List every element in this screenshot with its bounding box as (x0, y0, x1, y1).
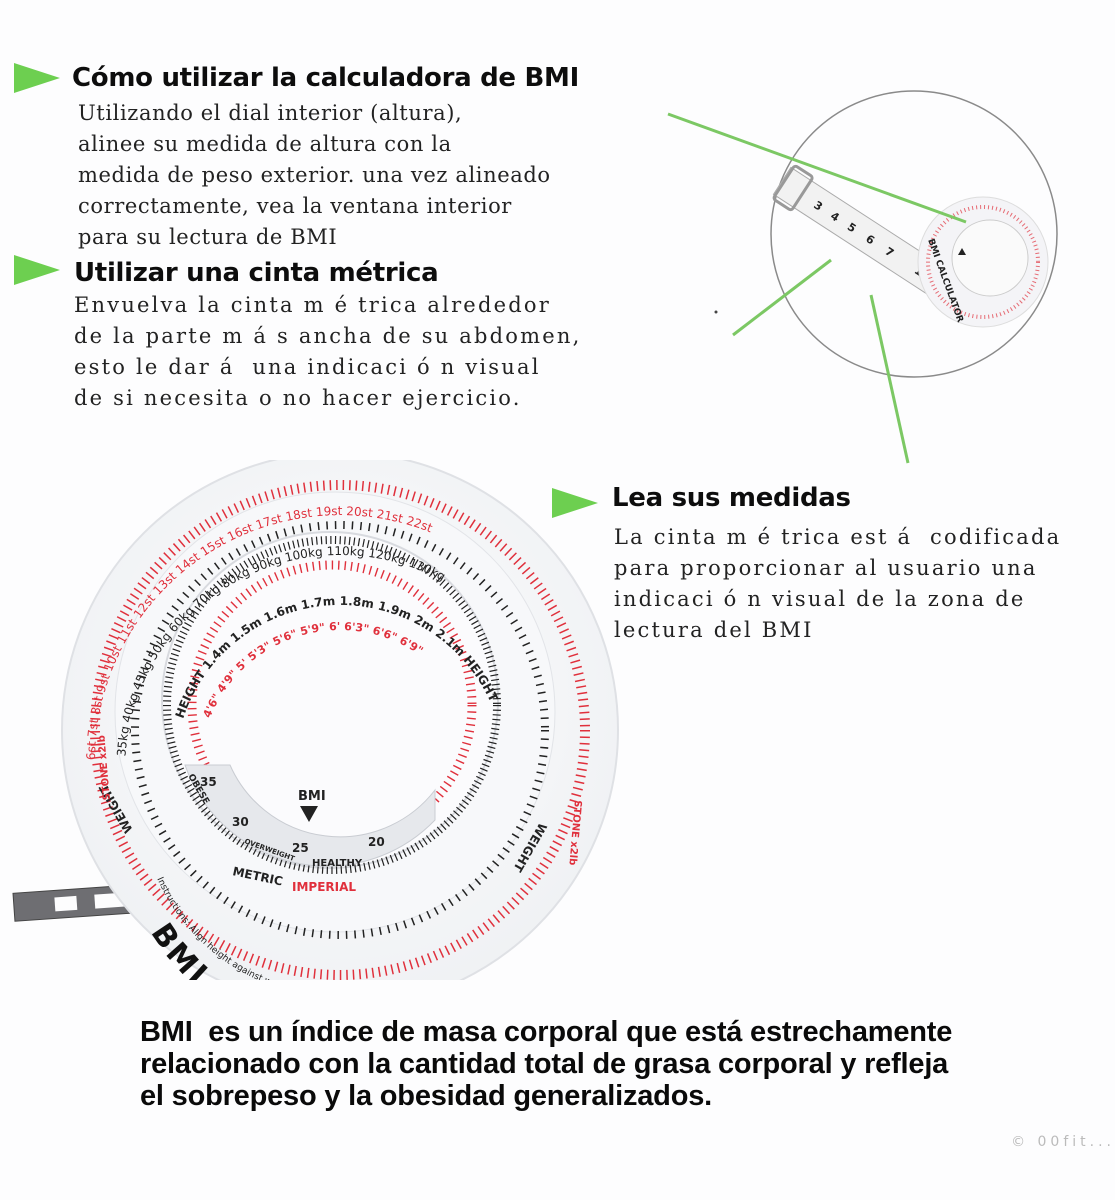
bmi-calculator-dial: 6st 7st 8st 9st 10st 11st 12st 13st 14st… (12, 460, 619, 980)
section-body-read-measurements: La cinta m é trica est á codificada para… (614, 525, 1062, 642)
bmi-tick-20: 20 (368, 835, 385, 849)
green-arrow-icon (14, 63, 60, 93)
bmi-tick-30: 30 (232, 815, 249, 829)
bmi-tick-35: 35 (200, 775, 217, 789)
section-heading-tape-measure: Utilizar una cinta métrica (74, 258, 439, 288)
zone-healthy-label: HEALTHY (312, 858, 363, 869)
section-body-how-to-use: Utilizando el dial interior (altura), al… (78, 101, 551, 249)
section-body-tape-measure: Envuelva la cinta m é trica alrededor de… (74, 293, 582, 410)
green-arrow-icon (552, 488, 598, 518)
section-heading-read-measurements: Lea sus medidas (612, 483, 851, 513)
bmi-tick-25: 25 (292, 841, 309, 855)
imperial-label: IMPERIAL (292, 880, 356, 894)
inset-tape-illustration: 3456710 BMI CALCULATOR (667, 90, 1058, 464)
green-arrow-icon (14, 255, 60, 285)
bmi-definition-text: BMI es un índice de masa corporal que es… (140, 1016, 953, 1112)
watermark: © 00fit... (1011, 1134, 1115, 1150)
section-heading-how-to-use: Cómo utilizar la calculadora de BMI (72, 63, 579, 93)
bmi-pointer-icon (300, 806, 318, 822)
bmi-pointer-label: BMI (298, 789, 326, 804)
